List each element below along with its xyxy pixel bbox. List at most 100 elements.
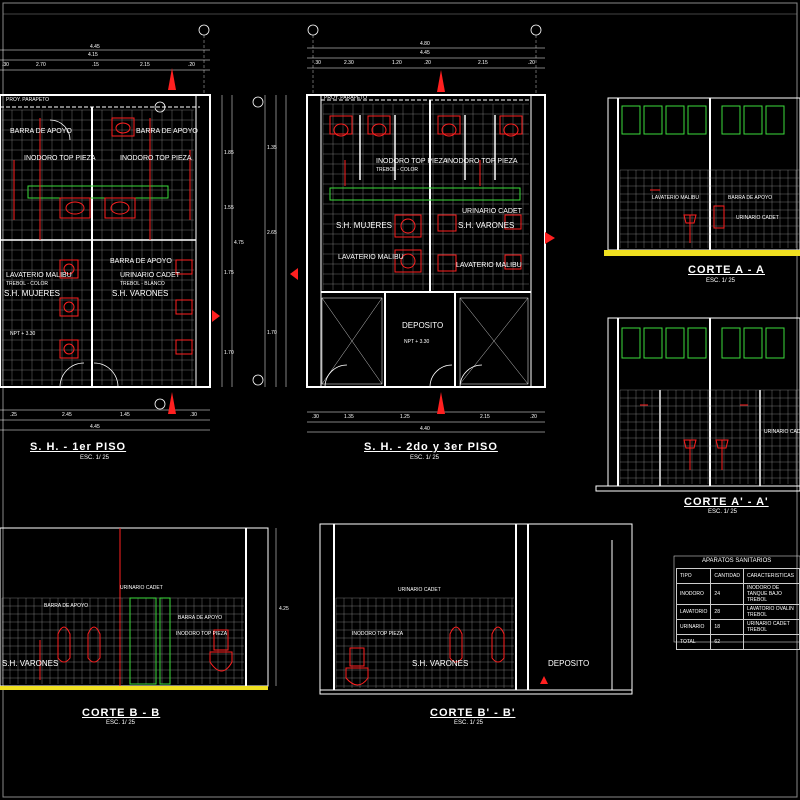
table-cell: 18 [710,619,744,635]
plan2-room-varones: S.H. VARONES [458,221,515,230]
section-bb-urinario: URINARIO CADET [120,585,163,591]
plan1-urinario-sub: TREBOL - BLANCO [120,281,165,287]
plan1-top-inner: 4.15 [88,52,98,58]
section-aap-urinario: URINARIO CADET [764,429,800,435]
plan2-top-total: 4.80 [420,41,430,47]
plan1-npt: NPT + 3.30 [10,331,36,337]
plan2-dim-e: 2.15 [478,60,488,66]
plan2-urinario-label: URINARIO CADET [462,208,522,215]
plan-1er-piso [0,24,233,431]
section-bbp-title: CORTE B' - B' [430,707,516,719]
plan-2do-3er-piso [252,24,555,433]
section-aa-urinario: URINARIO CADET [736,215,779,221]
table-row: TOTAL 62 [675,634,800,650]
plan2-inodoro-label-2: INODORO TOP PIEZA [446,158,518,165]
section-bb-scale: ESC. 1/ 25 [106,720,136,726]
table-cell: 28 [710,604,744,620]
plan2-room-mujeres: S.H. MUJERES [336,221,393,230]
section-aa-lavatorio: LAVATERIO MALIBU [652,195,699,201]
plan1-inodoro-label-2: INODORO TOP PIEZA [120,155,192,162]
table-cell: LAVATORIO [675,604,712,620]
plan1-room-varones: S.H. VARONES [112,289,169,298]
plan2-lavatorio-label-2: LAVATERIO MALIBU [456,262,522,269]
table-row: INODORO 24 INODORO DE TANQUE BAJO TREBOL [675,583,800,605]
section-aa-title: CORTE A - A [688,264,765,276]
plan2-dim-c: 1.20 [392,60,402,66]
plan2-lavatorio-label: LAVATERIO MALIBU [338,254,404,261]
plan2-inodoro-label: INODORO TOP PIEZA [376,158,448,165]
section-bb-barra: BARRA DE APOYO [44,603,89,609]
section-bbp-deposito: DEPOSITO [548,659,590,668]
plan2-npt: NPT + 3.30 [404,339,430,345]
plan1-bot-c: 1.45 [120,412,130,418]
plan1-barra-label: BARRA DE APOYO [10,128,72,135]
plan1-inodoro-label: INODORO TOP PIEZA [24,155,96,162]
table-header: CARACTERISTICAS [742,568,800,584]
plan1-lavatorio-sub: TREBOL - COLOR [6,281,49,287]
table-cell: URINARIO CADET TREBOL [742,619,800,635]
plan1-bot-total: 4.45 [90,424,100,430]
plan1-dim-e: .20 [188,62,195,68]
plan1-dim-b: 2.70 [36,62,46,68]
table-header: CANTIDAD [710,568,744,584]
plan1-room-mujeres: S.H. MUJERES [4,289,61,298]
plan2-bot-e: .20 [530,414,537,420]
table-row: LAVATORIO 28 LAVATORIO OVALIN TREBOL [675,604,800,620]
plan2-bot-b: 1.35 [344,414,354,420]
table-cell: TOTAL [675,634,712,650]
plan1-right-dim-1: 1.85 [224,150,234,156]
table-cell: 62 [710,634,744,650]
section-bb-inodoro: INODORO TOP PIEZA [176,631,228,637]
table-header-row: TIPO CANTIDAD CARACTERISTICAS [675,568,800,584]
plan1-dim-a: .30 [2,62,9,68]
plan2-dim-b: 2.30 [344,60,354,66]
section-bbp-room: S.H. VARONES [412,659,469,668]
table-cell: INODORO [675,583,712,605]
plan1-bot-b: 2.45 [62,412,72,418]
plan1-dim-c: .15 [92,62,99,68]
section-bbp-urinario: URINARIO CADET [398,587,441,593]
section-a-a-prime [595,317,800,492]
table-cell: 24 [710,583,744,605]
plan2-left-dim-1: 1.35 [267,145,277,151]
table-cell: INODORO DE TANQUE BAJO TREBOL [742,583,800,605]
plan2-bot-a: .30 [312,414,319,420]
section-bbp-inodoro: INODORO TOP PIEZA [352,631,404,637]
plan1-bot-a: .25 [10,412,17,418]
table-cell [742,634,800,650]
section-bb-barra-2: BARRA DE APOYO [178,615,223,621]
plan1-top-total: 4.45 [90,44,100,50]
section-bb-room: S.H. VARONES [2,659,59,668]
plan1-lavatorio-label: LAVATERIO MALIBU [6,272,72,279]
plan2-dim-f: .20 [528,60,535,66]
plan1-dim-d: 2.15 [140,62,150,68]
plan1-barra-label-3: BARRA DE APOYO [110,258,172,265]
fixtures-table-title: APARATOS SANITARIOS [702,558,772,564]
section-b-b-prime [319,523,633,695]
table-row: URINARIO 18 URINARIO CADET TREBOL [675,619,800,635]
plan1-parapeto: PROY. PARAPETO [6,97,50,103]
section-a-a [604,97,800,256]
section-bb-title: CORTE B - B [82,707,161,719]
plan2-room-deposito: DEPOSITO [402,321,444,330]
plan1-right-dim-3: 1.75 [224,270,234,276]
plan1-scale: ESC. 1/ 25 [80,455,110,461]
section-aap-title: CORTE A' - A' [684,496,769,508]
plan2-top-inner: 4.45 [420,50,430,56]
section-bbp-scale: ESC. 1/ 25 [454,720,484,726]
section-aa-scale: ESC. 1/ 25 [706,278,736,284]
table-header: TIPO [675,568,712,584]
plan2-title: S. H. - 2do y 3er PISO [364,441,498,453]
plan2-parapeto: PROY. PARAPETO [324,95,368,101]
plan1-title: S. H. - 1er PISO [30,441,127,453]
plan2-scale: ESC. 1/ 25 [410,455,440,461]
plan1-right-dim-2: 1.55 [224,205,234,211]
plan2-inodoro-sub: TREBOL - COLOR [376,167,419,173]
plan2-left-dim-2: 2.65 [267,230,277,236]
fixtures-table: TIPO CANTIDAD CARACTERISTICAS INODORO 24… [675,568,800,650]
plan2-bot-total: 4.40 [420,426,430,432]
plan2-dim-d: .20 [424,60,431,66]
plan2-bot-c: 1.25 [400,414,410,420]
